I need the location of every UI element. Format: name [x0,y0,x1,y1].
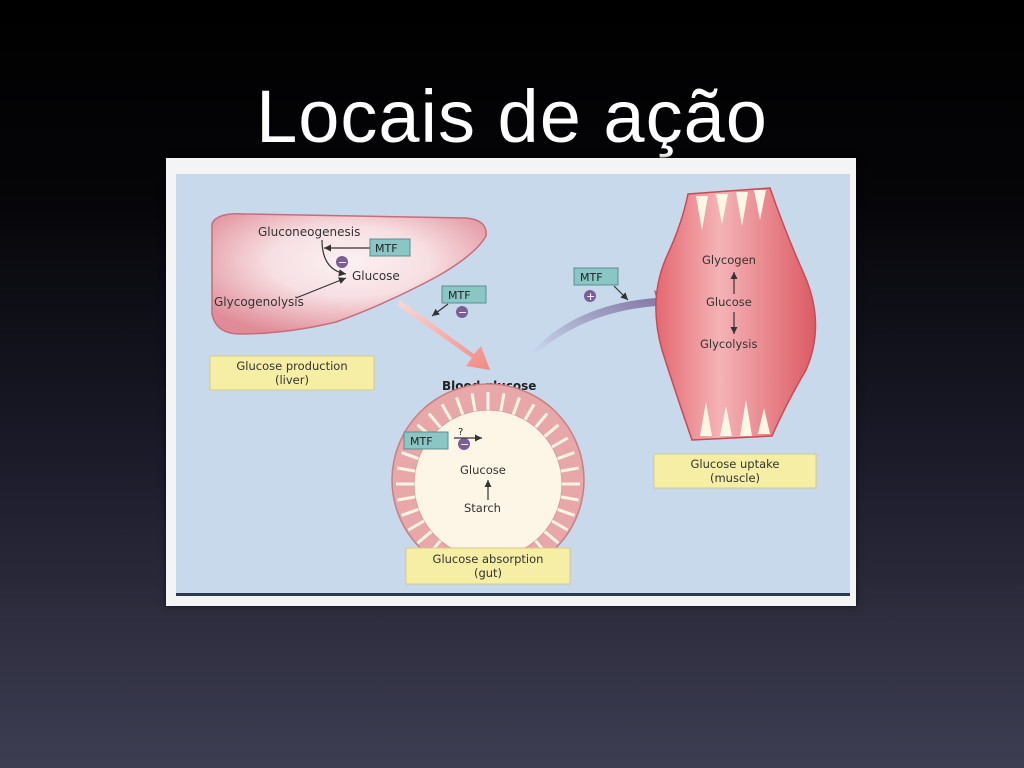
mtf-label-muscle: MTF [580,271,603,284]
gluconeogenesis-label: Gluconeogenesis [258,225,360,239]
blood-to-muscle-arrow [532,290,676,354]
mtf-label-liver: MTF [375,242,398,255]
muscle-caption-line1: Glucose uptake [691,457,780,471]
liver-to-blood-arrow [398,300,490,370]
inhibit-sign-gut: − [460,438,469,451]
mtf-label-center: MTF [448,289,471,302]
glucose-action-diagram: Gluconeogenesis Glucose Glycogenolysis M… [176,174,850,596]
inhibit-sign-center: − [458,306,467,319]
glycolysis-label: Glycolysis [700,337,757,351]
glycogen-label: Glycogen [702,253,756,267]
unknown-sign-gut: ? [458,427,463,438]
slide-title: Locais de ação [0,72,1024,162]
inhibit-sign-liver: − [338,256,347,269]
glycogenolysis-label: Glycogenolysis [214,295,304,309]
stimulate-sign-muscle: + [586,290,595,303]
liver-caption-line2: (liver) [275,373,309,387]
gut-caption-line1: Glucose absorption [433,552,544,566]
muscle-glucose-label: Glucose [706,295,752,309]
liver-glucose-label: Glucose [352,269,400,283]
starch-label: Starch [464,501,501,515]
liver-caption-line1: Glucose production [236,359,347,373]
muscle-caption-line2: (muscle) [710,471,760,485]
gut-caption-line2: (gut) [474,566,502,580]
muscle-shape [656,188,816,440]
figure-bottom-border [176,593,850,596]
gut-glucose-label: Glucose [460,463,506,477]
diagram-canvas: Gluconeogenesis Glucose Glycogenolysis M… [176,174,850,596]
mtf-center-arrow [432,304,448,316]
mtf-label-gut: MTF [410,435,433,448]
mtf-muscle-arrow [614,286,628,300]
